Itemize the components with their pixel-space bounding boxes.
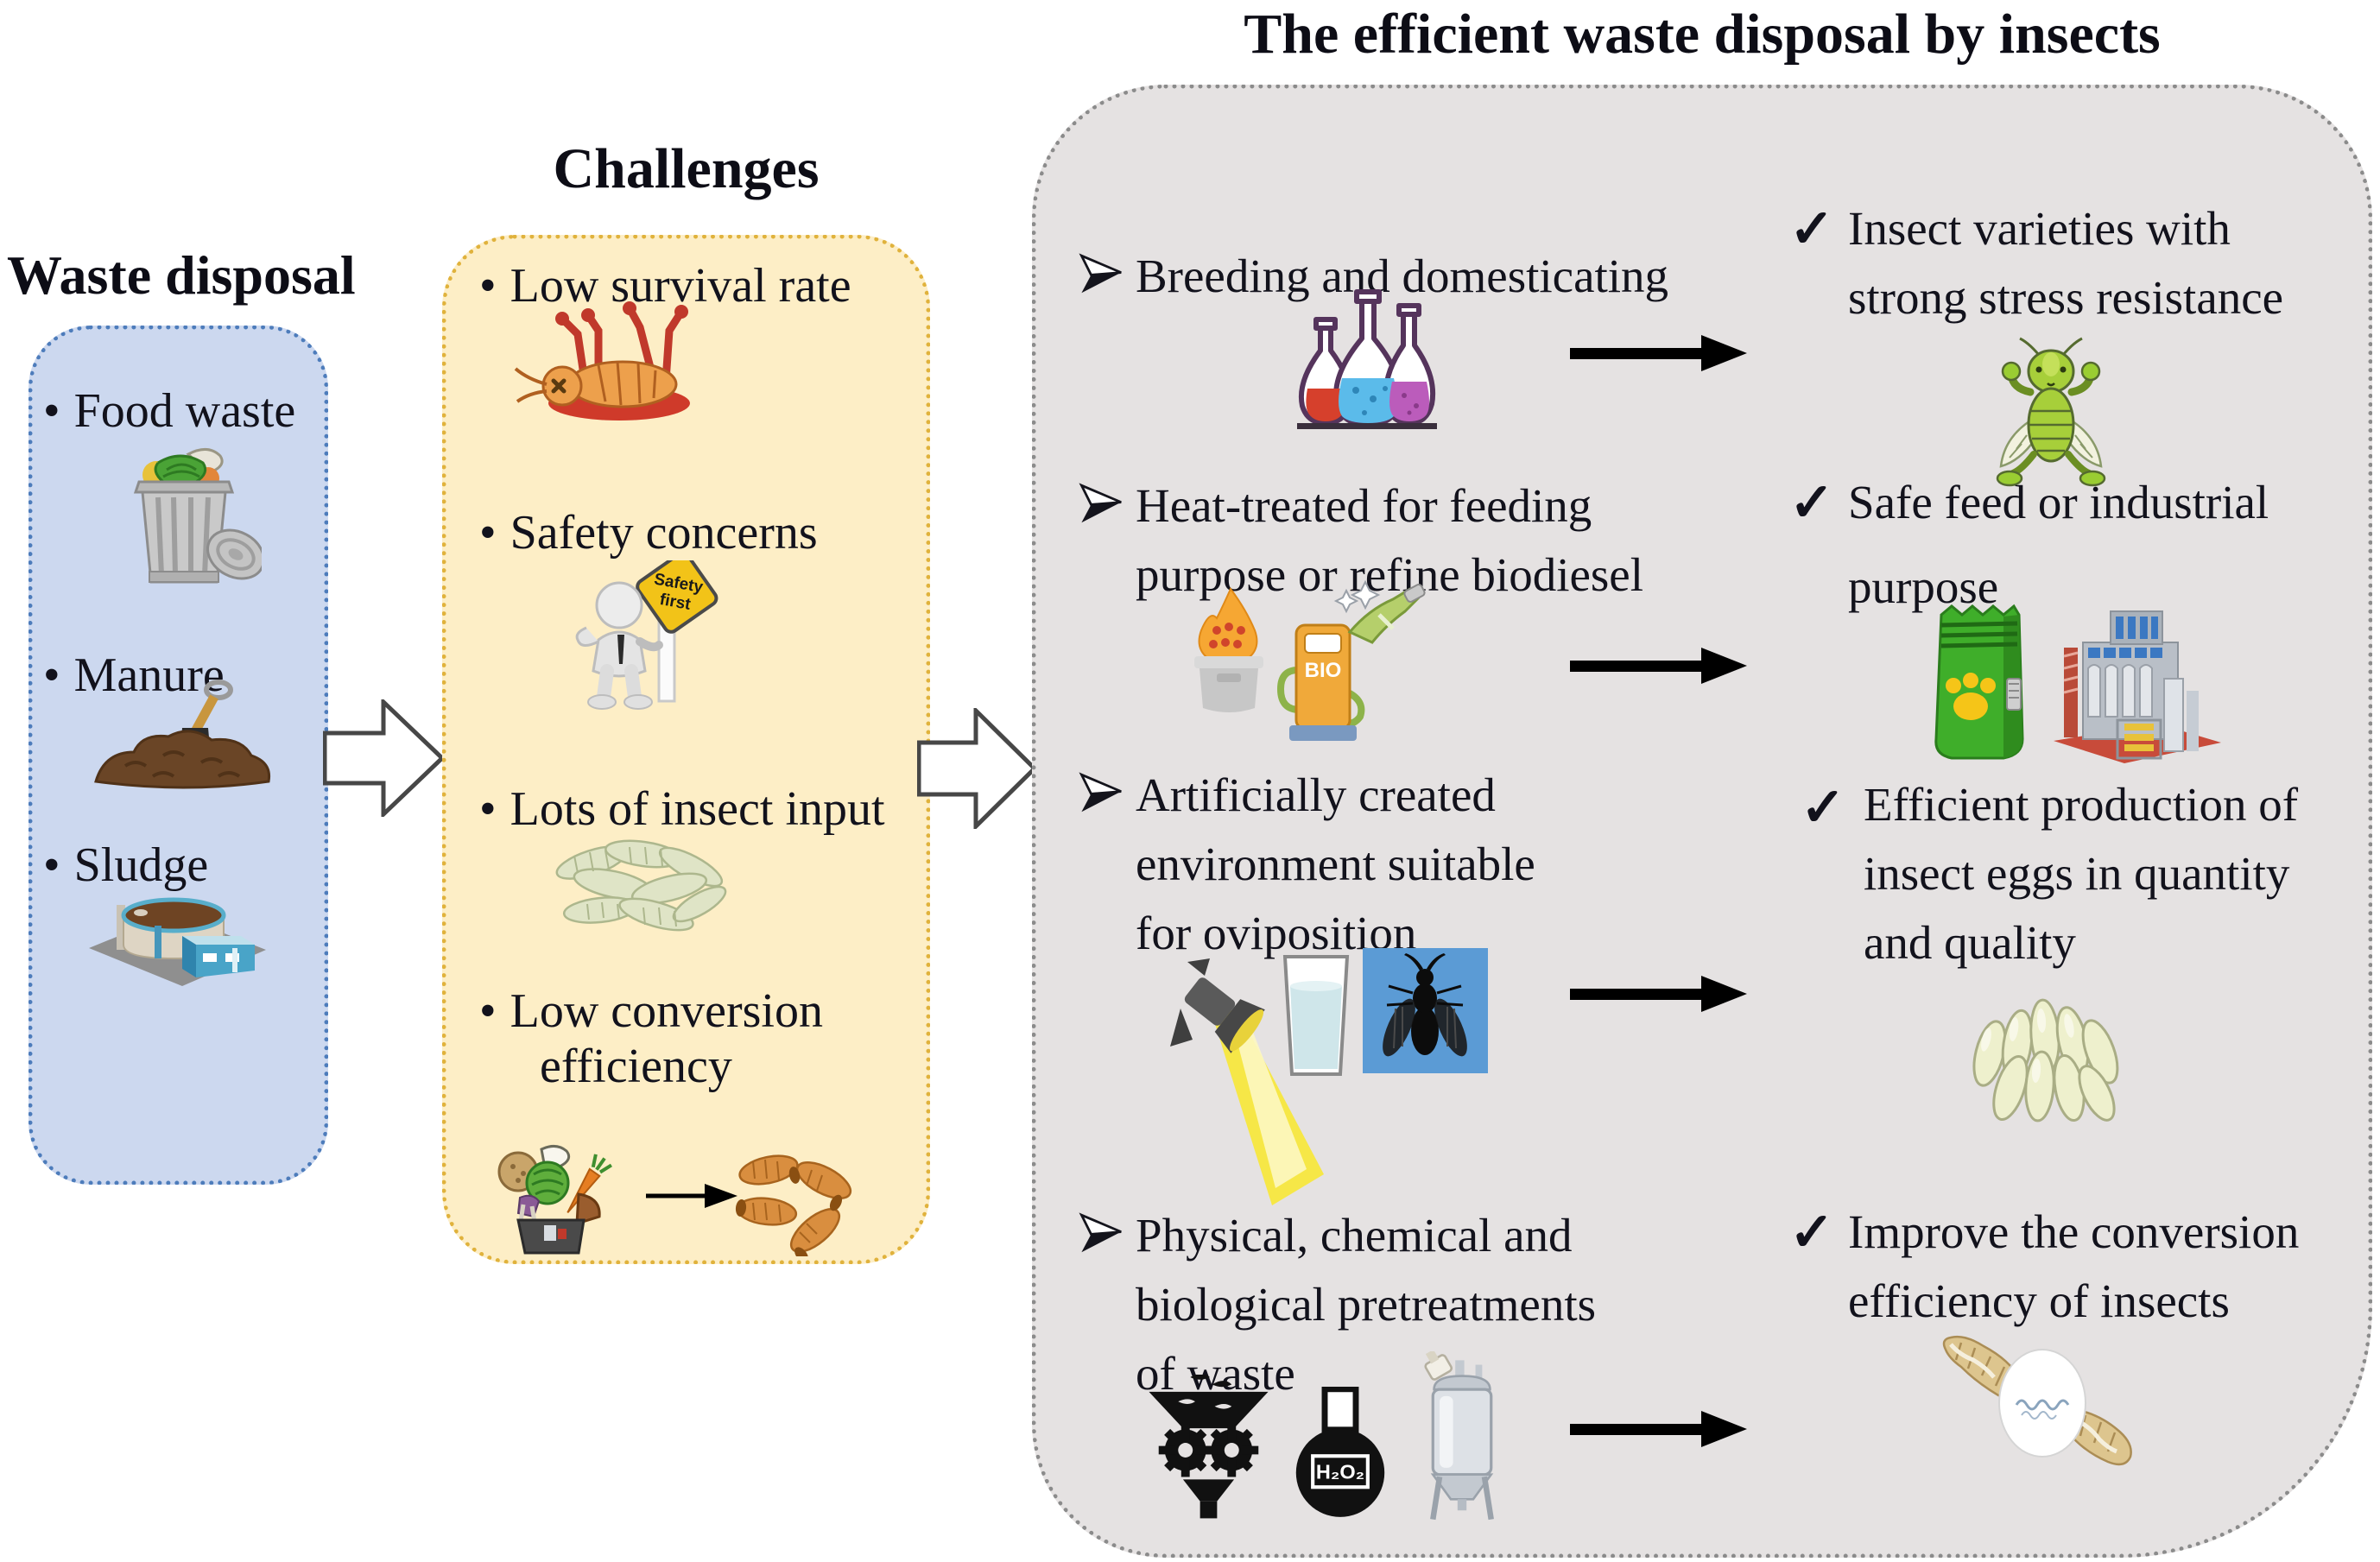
bullet-dot: • (43, 384, 60, 438)
list-item-lots-of-insect-input: •Lots of insect input (479, 781, 885, 837)
solution-text-row3: Efficient production of insect eggs in q… (1864, 778, 2299, 969)
flow-arrow-left-to-middle (323, 699, 446, 817)
list-item-label: Safety concerns (510, 506, 818, 560)
efficient-disposal-panel (1032, 85, 2372, 1558)
solution-text-row2: Safe feed or industrial purpose (1848, 476, 2269, 613)
list-item-label: Food waste (73, 384, 296, 438)
pile-of-larvae-icon (555, 839, 727, 932)
waste-grinder-icon (1149, 1375, 1269, 1519)
list-item-sludge: •Sludge (43, 838, 208, 893)
arrow-row4 (1570, 1411, 1747, 1447)
strong-grasshopper-icon (1996, 337, 2106, 487)
list-item-food-waste: •Food waste (43, 383, 295, 439)
list-item-label-line1: Low conversion (510, 984, 823, 1038)
list-item-label: Lots of insect input (510, 782, 885, 836)
check-bullet-row3: ✓ (1801, 779, 1845, 838)
heating-pot-and-biodiesel-pump-icon: BIO (1194, 580, 1426, 741)
list-item-low-conversion-efficiency: •Low conversion efficiency (479, 983, 823, 1094)
solution-text-row1: Insect varieties with strong stress resi… (1848, 202, 2284, 324)
bullet-dot: • (43, 838, 60, 892)
challenges-panel: •Low survival rate •Safety concerns Safe… (442, 235, 930, 1264)
bullet-dot: • (479, 259, 497, 313)
bullet-dot: • (43, 648, 60, 702)
check-bullet-row1: ✓ (1789, 200, 1834, 259)
right-section-title: The efficient waste disposal by insects (1244, 3, 2161, 66)
challenge-text-row1: Breeding and domesticating (1136, 250, 1669, 302)
list-item-label: Low survival rate (510, 259, 851, 313)
food-waste-trash-can-icon (133, 448, 262, 584)
h2o2-flask-label: H₂O₂ (1316, 1461, 1364, 1483)
bullet-dot: • (479, 984, 497, 1038)
arrowhead-bullet (1079, 1212, 1122, 1253)
arrowhead-bullet (1079, 772, 1122, 813)
food-waste-to-larvae-icon (497, 1145, 852, 1256)
bullet-dot: • (479, 506, 497, 560)
feed-bag-and-factory-icon (1934, 604, 2221, 763)
list-item-manure: •Manure (43, 648, 225, 703)
bullet-dot: • (479, 782, 497, 836)
arrow-row3 (1570, 976, 1747, 1012)
list-item-safety-concerns: •Safety concerns (479, 505, 818, 560)
arrow-row2 (1570, 648, 1747, 684)
flow-arrow-middle-to-right (917, 708, 1038, 829)
challenge-text-row2: Heat-treated for feeding purpose or refi… (1136, 479, 1644, 601)
solution-text-row4: Improve the conversion efficiency of ins… (1848, 1205, 2300, 1327)
dead-cockroach-icon (514, 301, 690, 421)
arrowhead-bullet (1079, 253, 1122, 294)
h2o2-flask-icon: H₂O₂ (1295, 1387, 1385, 1517)
person-with-safety-first-sign-icon: Safety first (575, 560, 718, 710)
challenge-text-row3: Artificially created environment suitabl… (1136, 768, 1535, 959)
laboratory-flasks-icon (1297, 289, 1437, 429)
waste-disposal-panel: •Food waste •Manure (28, 326, 328, 1185)
fermenter-tank-icon (1424, 1351, 1494, 1521)
list-item-label: Manure (73, 648, 225, 702)
challenge-text-row4: Physical, chemical and biological pretre… (1136, 1209, 1597, 1400)
fly-on-blue-icon (1363, 948, 1488, 1073)
list-item-label: Sludge (73, 838, 209, 892)
biodiesel-pump-label: BIO (1305, 659, 1342, 682)
water-glass-icon (1282, 955, 1350, 1076)
check-bullet-row2: ✓ (1789, 474, 1834, 533)
larvae-with-egg-icon (1942, 1335, 2132, 1466)
middle-section-title: Challenges (553, 137, 820, 200)
arrow-row1 (1570, 335, 1747, 371)
arrowhead-bullet (1079, 483, 1122, 523)
left-section-title: Waste disposal (7, 244, 356, 306)
list-item-low-survival-rate: •Low survival rate (479, 258, 851, 313)
manure-pile-with-shovel-icon (94, 680, 271, 789)
insect-eggs-icon (1972, 998, 2119, 1122)
list-item-label-line2: efficiency (540, 1040, 732, 1093)
check-bullet-row4: ✓ (1789, 1204, 1834, 1262)
spotlight-icon (1170, 958, 1324, 1205)
sludge-treatment-plant-icon (89, 897, 266, 986)
